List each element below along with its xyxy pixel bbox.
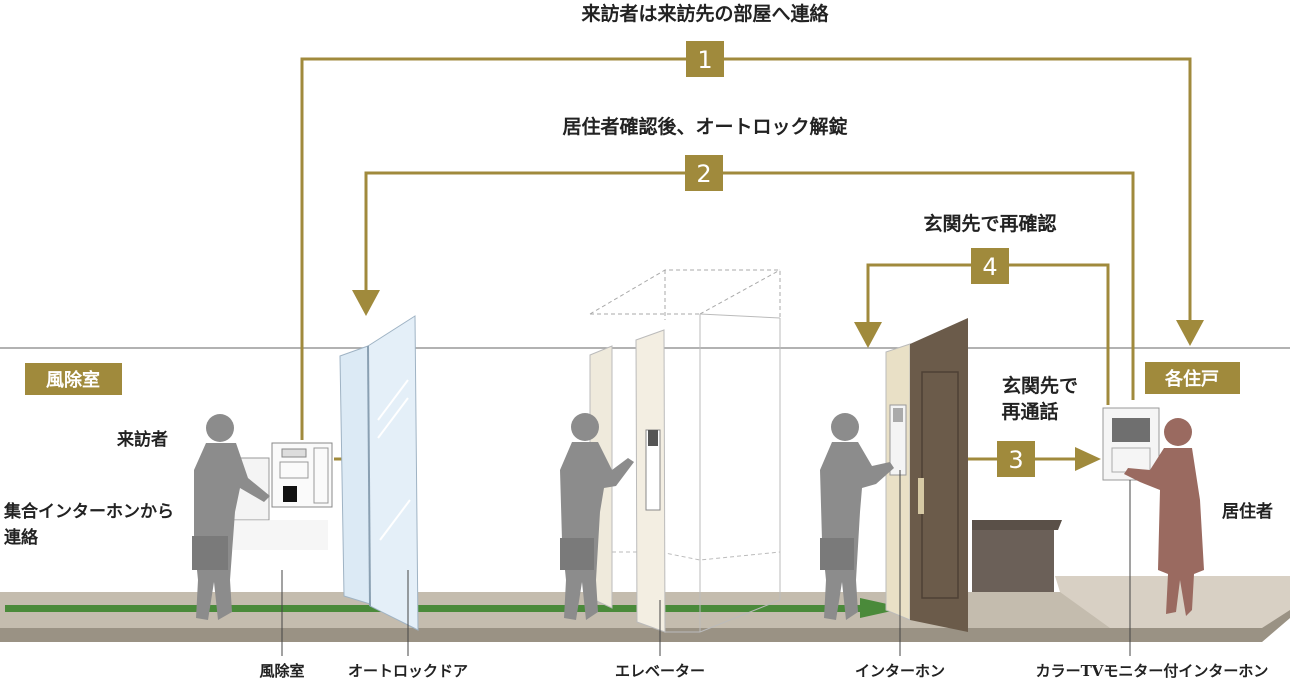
step-4-label: 玄関先で再確認 [923,212,1056,235]
resident-label: 居住者 [1222,501,1273,522]
floor-green-stripe [5,605,905,612]
step-2-connector [364,171,1135,400]
step-3-label-line-1: 玄関先で [1002,374,1078,397]
arrow-down-icon [352,290,380,316]
annotation-line-1: 集合インターホンから [3,501,174,522]
step-1-connector [300,57,1192,440]
person-silhouette-icon [820,413,894,620]
step-1-label: 来訪者は来訪先の部屋へ連絡 [581,2,829,25]
step-1-badge: 1 [686,41,724,77]
entrance-intercom-panel [232,442,333,550]
svg-text:各住戸: 各住戸 [1164,368,1219,390]
interior-cabinet [972,520,1062,592]
elevator [589,269,781,633]
autolock-door [339,315,419,631]
bottom-label-intercom: インターホン [855,662,945,680]
arrow-down-icon [1176,320,1204,346]
svg-text:風除室: 風除室 [46,369,100,391]
annotation-line-2: 連絡 [4,527,39,548]
visitor-label: 来訪者 [116,429,168,450]
step-2-label: 居住者確認後、オートロック解錠 [562,115,847,138]
zone-badge-vestibule: 風除室 [25,363,122,395]
bottom-label-autolock-door: オートロックドア [348,662,468,680]
unit-entrance-door [885,318,968,632]
person-silhouette-icon [560,413,634,620]
svg-text:1: 1 [697,46,712,74]
leader-lines [281,470,1131,656]
step-2-badge: 2 [685,155,723,191]
arrow-right-icon [1075,447,1101,471]
arrow-down-icon [854,322,882,348]
person-silhouette-icon [1124,418,1204,616]
svg-text:2: 2 [696,160,711,188]
zone-badge-each-unit: 各住戸 [1145,362,1240,394]
person-silhouette-icon [192,414,270,620]
step-3-label-line-2: 再通話 [1001,400,1058,423]
step-4-badge: 4 [971,248,1009,284]
bottom-label-vestibule: 風除室 [259,662,304,680]
svg-text:3: 3 [1008,446,1023,474]
bottom-label-tv-monitor-intercom: カラーTVモニター付インターホン [1036,662,1269,680]
svg-text:4: 4 [982,253,997,281]
bottom-label-elevator: エレベーター [615,662,705,680]
tv-monitor-intercom [1102,407,1160,481]
step-3-badge: 3 [997,441,1035,477]
